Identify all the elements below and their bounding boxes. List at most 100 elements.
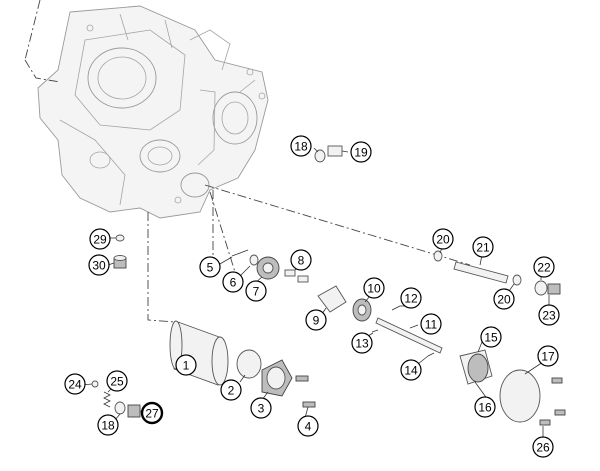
callout-22: 22 xyxy=(533,256,555,278)
callout-1: 1 xyxy=(175,354,197,376)
callout-circle xyxy=(432,228,454,250)
part-bolt-8 xyxy=(284,269,309,283)
callout-circle xyxy=(493,288,515,310)
callout-8: 8 xyxy=(290,249,312,271)
callout-label: 9 xyxy=(313,314,320,328)
callout-18a: 18 xyxy=(290,135,312,157)
callout-label: 21 xyxy=(476,241,490,255)
callout-label: 12 xyxy=(404,292,418,306)
callout-label: 2 xyxy=(228,384,235,398)
part-screw-26b xyxy=(554,409,566,416)
callout-circle xyxy=(400,287,422,309)
part-plate-9 xyxy=(317,285,347,313)
callout-label: 16 xyxy=(478,401,492,415)
assembly-lines xyxy=(24,0,471,323)
callout-circle xyxy=(290,135,312,157)
callout-label: 20 xyxy=(497,293,511,307)
callout-label: 27 xyxy=(145,407,159,421)
part-oring-2 xyxy=(236,349,262,379)
callout-circle xyxy=(532,436,554,458)
callout-circle xyxy=(480,326,502,348)
part-shaft-11 xyxy=(375,317,443,354)
callout-circle xyxy=(351,332,373,354)
callout-label: 23 xyxy=(542,309,556,323)
callout-label: 7 xyxy=(253,285,260,299)
callout-27: 27 xyxy=(140,401,164,425)
callout-label: 11 xyxy=(425,318,438,332)
callout-30: 30 xyxy=(88,254,110,276)
part-screw-26a xyxy=(539,419,551,426)
part-ball-24 xyxy=(91,380,99,388)
callout-circle xyxy=(537,345,559,367)
part-pin-5 xyxy=(231,249,249,257)
callout-label: 18 xyxy=(294,140,308,154)
callout-17: 17 xyxy=(537,345,559,367)
callout-circle xyxy=(97,414,119,436)
callout-25: 25 xyxy=(106,370,128,392)
part-oring-20a xyxy=(433,250,443,262)
callout-label: 1 xyxy=(183,359,190,373)
callout-label: 24 xyxy=(68,378,82,392)
callout-12: 12 xyxy=(400,287,422,309)
callout-5: 5 xyxy=(199,256,221,278)
callout-circle xyxy=(88,254,110,276)
callout-4: 4 xyxy=(297,415,319,437)
callout-label: 6 xyxy=(230,276,237,290)
callout-15: 15 xyxy=(480,326,502,348)
callout-circle xyxy=(290,249,312,271)
callout-6: 6 xyxy=(222,271,244,293)
callout-label: 18 xyxy=(101,419,115,433)
callout-29: 29 xyxy=(89,228,111,250)
callout-circle xyxy=(297,415,319,437)
callout-2: 2 xyxy=(220,379,242,401)
part-washer-18b xyxy=(114,401,126,415)
part-pin-14 xyxy=(427,352,435,357)
part-screws-4 xyxy=(295,375,316,408)
callout-3: 3 xyxy=(250,397,272,419)
callout-20a: 20 xyxy=(432,228,454,250)
callout-label: 30 xyxy=(92,259,106,273)
callout-circle xyxy=(420,313,442,335)
callout-label: 29 xyxy=(93,233,107,247)
part-plug-27 xyxy=(127,404,141,418)
part-washer-6 xyxy=(249,254,259,266)
part-pump-body xyxy=(459,349,493,385)
part-spring-25 xyxy=(103,391,111,408)
callout-circle xyxy=(250,397,272,419)
part-oring-20b xyxy=(512,274,522,286)
callout-26: 26 xyxy=(532,436,554,458)
callout-16: 16 xyxy=(474,396,496,418)
callout-label: 15 xyxy=(484,331,498,345)
callout-circle xyxy=(474,396,496,418)
callout-circle xyxy=(400,359,422,381)
part-filter-cover xyxy=(261,359,293,397)
callout-24: 24 xyxy=(64,373,86,395)
callout-circle xyxy=(363,277,385,299)
callout-14: 14 xyxy=(400,359,422,381)
callout-label: 19 xyxy=(354,146,368,160)
callout-label: 17 xyxy=(541,350,555,364)
callout-label: 26 xyxy=(536,441,550,455)
part-oring-29 xyxy=(115,234,125,242)
callout-circle xyxy=(106,370,128,392)
callout-label: 14 xyxy=(404,364,418,378)
callout-circle xyxy=(305,309,327,331)
callout-circle xyxy=(140,401,164,425)
callout-circle xyxy=(533,256,555,278)
part-plug-22 xyxy=(534,280,561,296)
callout-23: 23 xyxy=(538,304,560,326)
callout-18b: 18 xyxy=(97,414,119,436)
callout-circle xyxy=(199,256,221,278)
callout-circle xyxy=(350,141,372,163)
callout-circle xyxy=(89,228,111,250)
part-screw-17 xyxy=(551,377,563,384)
part-cover-17 xyxy=(499,369,541,423)
callout-circle xyxy=(245,280,267,302)
callout-circle xyxy=(472,236,494,258)
callout-label: 3 xyxy=(258,402,265,416)
part-pin-13 xyxy=(371,329,379,333)
callout-circle xyxy=(64,373,86,395)
callout-label: 13 xyxy=(355,337,369,351)
callout-label: 5 xyxy=(207,261,214,275)
